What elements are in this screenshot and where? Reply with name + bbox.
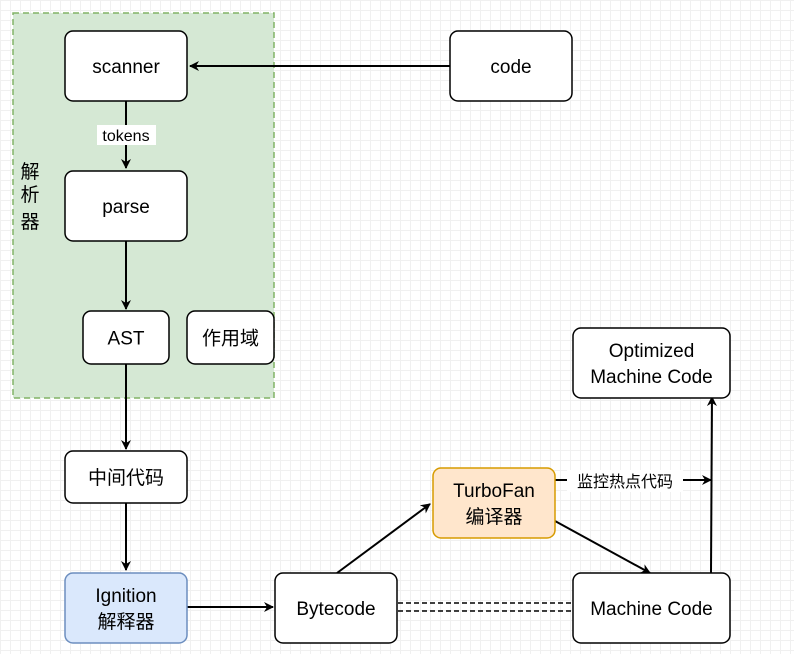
edge-labels: tokens 监控热点代码: [97, 125, 683, 492]
edge-machine-code-to-optimized: [706, 396, 717, 574]
parser-group-label-line-2: 析: [20, 184, 39, 206]
node-ignition-label-1: Ignition: [95, 586, 156, 607]
node-turbofan-label-2: 编译器: [465, 506, 522, 528]
node-parse-box: [64, 170, 188, 242]
node-machine-code-box: [572, 572, 731, 644]
node-bytecode-box: [274, 572, 398, 644]
hot-monitor-label-bg: [567, 470, 683, 492]
node-scope-box: [186, 310, 275, 365]
node-scanner-label-1: scanner: [92, 57, 160, 78]
node-scope-label-1: 作用域: [202, 328, 259, 350]
node-ir: 中间代码: [64, 450, 188, 504]
tokens-label-bg: [97, 125, 156, 145]
parser-group-label-line-3: 器: [20, 212, 39, 233]
node-ir-label-1: 中间代码: [88, 467, 164, 489]
node-turbofan: TurboFan 编译器: [432, 467, 556, 539]
node-machine-code-label-1: Machine Code: [590, 599, 713, 620]
node-ast: AST: [82, 310, 170, 365]
parser-group-label-line-1: 解: [20, 161, 39, 183]
node-code-label-1: code: [490, 57, 531, 78]
node-code-box: [449, 30, 573, 102]
node-bytecode-label-1: Bytecode: [296, 599, 375, 620]
node-turbofan-box: [432, 467, 556, 539]
node-ast-box: [82, 310, 170, 365]
node-code: code: [449, 30, 573, 102]
node-turbofan-label-1: TurboFan: [453, 481, 535, 502]
edge-turbofan-to-machine-code: [554, 520, 651, 574]
node-optimized-label-1: Optimized: [609, 341, 695, 362]
node-optimized-label-2: Machine Code: [590, 367, 713, 388]
node-scanner-box: [64, 30, 188, 102]
node-optimized-box: [572, 327, 731, 399]
node-ir-box: [64, 450, 188, 504]
node-parse-label-1: parse: [102, 197, 150, 218]
tokens-label: tokens: [102, 128, 149, 145]
node-scanner: scanner: [64, 30, 188, 102]
node-ignition: Ignition 解释器: [64, 572, 188, 644]
node-ignition-box: [64, 572, 188, 644]
node-bytecode: Bytecode: [274, 572, 398, 644]
node-parse: parse: [64, 170, 188, 242]
node-machine-code: Machine Code: [572, 572, 731, 644]
node-scope: 作用域: [186, 310, 275, 365]
hot-monitor-label: 监控热点代码: [577, 473, 673, 491]
edge-bytecode-to-turbofan: [336, 503, 431, 574]
node-ast-label-1: AST: [108, 329, 145, 350]
node-ignition-label-2: 解释器: [97, 611, 154, 633]
